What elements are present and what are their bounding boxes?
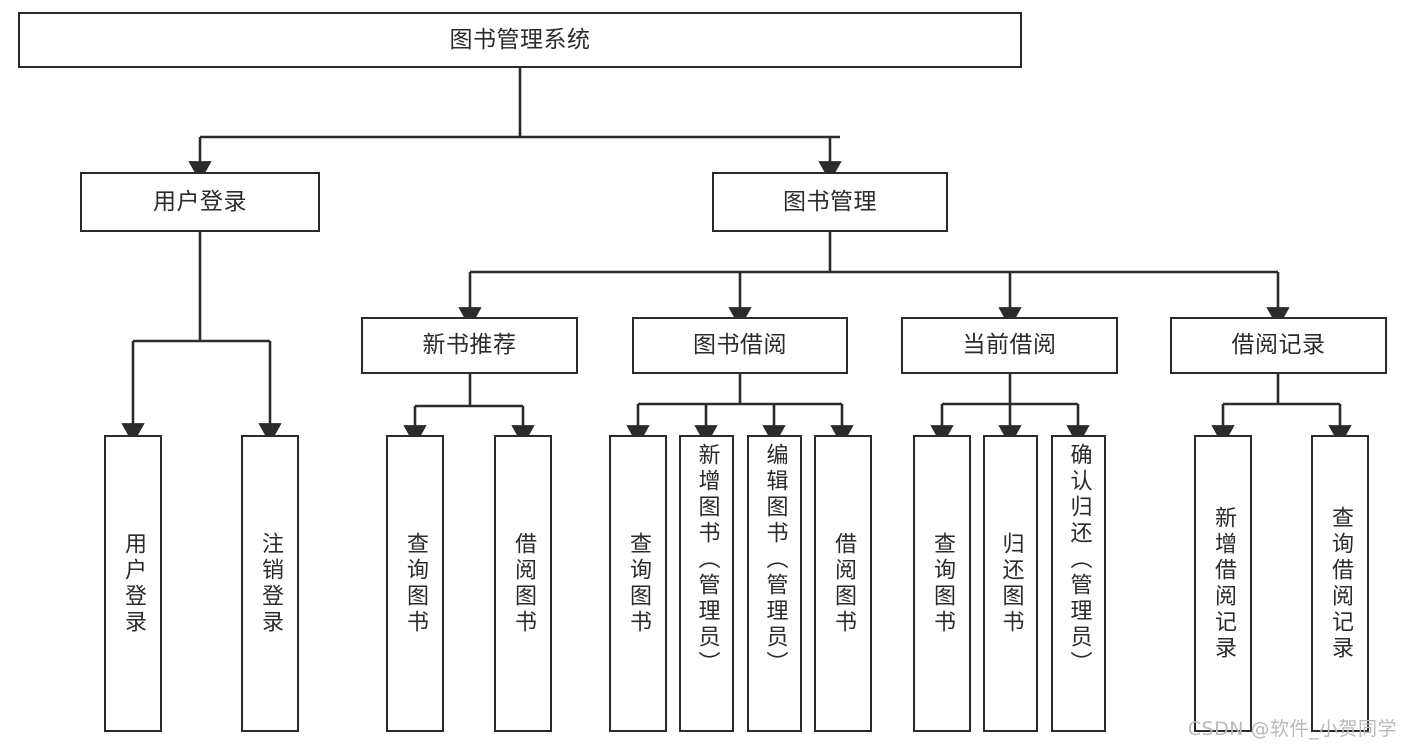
leaf-borrow-edit-book-label: 编辑图书（管理员） — [762, 443, 788, 677]
leaf-user-login[interactable]: 用户登录 — [104, 435, 162, 732]
leaf-current-query-label: 查询图书 — [930, 531, 955, 636]
node-book-management-label: 图书管理 — [783, 188, 877, 215]
node-current-borrow[interactable]: 当前借阅 — [901, 317, 1118, 374]
node-root[interactable]: 图书管理系统 — [18, 12, 1022, 68]
leaf-borrow-add-book-label: 新增图书（管理员） — [694, 443, 720, 677]
node-user-login[interactable]: 用户登录 — [80, 172, 320, 232]
leaf-user-logout-label: 注销登录 — [258, 531, 283, 636]
leaf-newbook-borrow[interactable]: 借阅图书 — [494, 435, 552, 732]
leaf-record-add-label: 新增借阅记录 — [1211, 505, 1236, 662]
leaf-borrow-borrow-book[interactable]: 借阅图书 — [814, 435, 872, 732]
leaf-borrow-edit-book[interactable]: 编辑图书（管理员） — [747, 435, 802, 732]
csdn-watermark: CSDN @软件_小贺同学 — [1187, 718, 1397, 740]
leaf-current-query[interactable]: 查询图书 — [913, 435, 971, 732]
node-borrow-record-label: 借阅记录 — [1231, 332, 1326, 359]
leaf-newbook-borrow-label: 借阅图书 — [511, 531, 536, 636]
leaf-newbook-query-label: 查询图书 — [403, 531, 428, 636]
node-root-label: 图书管理系统 — [449, 26, 591, 53]
node-book-borrow[interactable]: 图书借阅 — [632, 317, 848, 374]
leaf-record-query[interactable]: 查询借阅记录 — [1311, 435, 1369, 732]
node-user-login-label: 用户登录 — [153, 188, 247, 215]
leaf-borrow-add-book[interactable]: 新增图书（管理员） — [679, 435, 734, 732]
leaf-current-return[interactable]: 归还图书 — [983, 435, 1038, 732]
leaf-borrow-query-label: 查询图书 — [626, 531, 651, 636]
node-current-borrow-label: 当前借阅 — [962, 332, 1057, 359]
node-book-management[interactable]: 图书管理 — [712, 172, 948, 232]
node-new-book-recommend-label: 新书推荐 — [422, 332, 517, 359]
leaf-current-confirm-return-label: 确认归还（管理员） — [1066, 443, 1092, 677]
leaf-record-add[interactable]: 新增借阅记录 — [1194, 435, 1252, 732]
leaf-current-return-label: 归还图书 — [998, 531, 1024, 636]
node-new-book-recommend[interactable]: 新书推荐 — [361, 317, 578, 374]
leaf-borrow-borrow-book-label: 借阅图书 — [831, 531, 856, 636]
node-borrow-record[interactable]: 借阅记录 — [1170, 317, 1387, 374]
leaf-borrow-query[interactable]: 查询图书 — [609, 435, 667, 732]
leaf-current-confirm-return[interactable]: 确认归还（管理员） — [1051, 435, 1106, 732]
leaf-user-logout[interactable]: 注销登录 — [241, 435, 299, 732]
leaf-user-login-label: 用户登录 — [121, 531, 146, 636]
leaf-newbook-query[interactable]: 查询图书 — [386, 435, 444, 732]
leaf-record-query-label: 查询借阅记录 — [1328, 505, 1353, 662]
node-book-borrow-label: 图书借阅 — [693, 332, 787, 359]
